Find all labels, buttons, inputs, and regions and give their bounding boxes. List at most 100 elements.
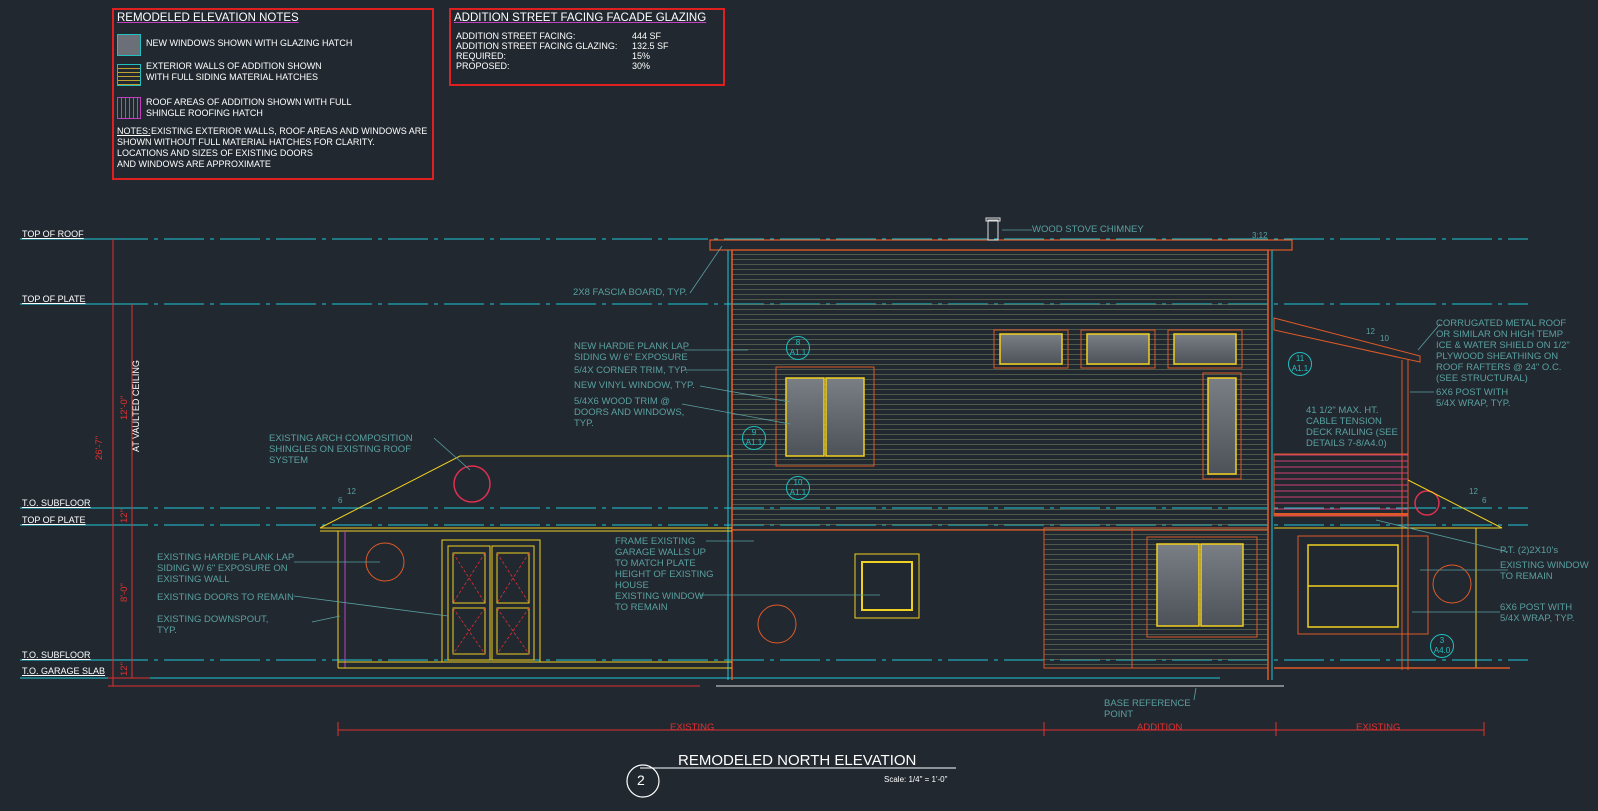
dim-existing-left: EXISTING: [670, 722, 715, 733]
post-bottom-note-1: 6X6 POST WITH: [1500, 602, 1573, 613]
corrugated-note-2: OR SIMILAR ON HIGH TEMP: [1436, 329, 1564, 340]
slope-right-top-rise: 12: [1366, 327, 1375, 336]
railing-note-3: DECK RAILING (SEE: [1306, 427, 1398, 438]
glazing-row-value: 15%: [632, 51, 651, 61]
frame-garage-note-1: FRAME EXISTING: [615, 536, 696, 547]
railing-note-4: DETAILS 7-8/A4.0): [1306, 438, 1387, 449]
legend-1-text: NEW WINDOWS SHOWN WITH GLAZING HATCH: [146, 38, 353, 48]
wood-trim-note-2: DOORS AND WINDOWS,: [574, 407, 685, 418]
pt-note: P.T. (2)2X10's: [1500, 545, 1559, 556]
level-top-of-plate-2: TOP OF PLATE: [22, 515, 86, 525]
level-top-of-plate: TOP OF PLATE: [22, 294, 86, 304]
post-bottom-note-2: 5/4X WRAP, TYP.: [1500, 613, 1575, 624]
arch-shingles-note-2: SHINGLES ON EXISTING ROOF: [269, 444, 411, 455]
glazing-row-label: PROPOSED:: [456, 61, 510, 71]
notes-line-4: AND WINDOWS ARE APPROXIMATE: [117, 159, 271, 169]
dim-existing-right: EXISTING: [1356, 722, 1401, 733]
slope-left-run: 6: [338, 496, 343, 505]
dim-floor2: 12": [119, 662, 130, 676]
level-subfloor: T.O. SUBFLOOR: [22, 498, 91, 508]
roof-legend-swatch: [117, 97, 141, 119]
existing-window-right-1: EXISTING WINDOW: [1500, 560, 1589, 571]
dim-vaulted: AT VAULTED CEILING: [131, 360, 141, 452]
slope-right-run: 6: [1482, 496, 1487, 505]
dim-addition: ADDITION: [1137, 722, 1183, 733]
hardie-new-note-2: SIDING W/ 6" EXPOSURE: [574, 352, 688, 363]
dim-upper: 12'-0": [119, 395, 130, 420]
glazing-title: ADDITION STREET FACING FACADE GLAZING: [454, 12, 707, 24]
hardie-existing-note-3: EXISTING WALL: [157, 574, 230, 585]
doors-remain-note: EXISTING DOORS TO REMAIN: [157, 592, 294, 603]
chimney-note: WOOD STOVE CHIMNEY: [1032, 224, 1144, 235]
frame-garage-note-7: TO REMAIN: [615, 602, 668, 613]
glazing-legend-swatch: [117, 34, 141, 56]
slope-left-rise: 12: [347, 487, 356, 496]
legend-3-text-1: ROOF AREAS OF ADDITION SHOWN WITH FULL: [146, 97, 352, 107]
arch-shingles-note-3: SYSTEM: [269, 455, 309, 466]
legend-2-text-1: EXTERIOR WALLS OF ADDITION SHOWN: [146, 61, 322, 71]
notes-title: REMODELED ELEVATION NOTES: [117, 12, 299, 24]
base-ref-note-2: POINT: [1104, 709, 1134, 720]
glazing-row-value: 30%: [632, 61, 651, 71]
drawing-scale: Scale: 1/4" = 1'-0": [884, 775, 948, 784]
corner-trim-note: 5/4X CORNER TRIM, TYP.: [574, 365, 689, 376]
hardie-existing-note-2: SIDING W/ 6" EXPOSURE ON: [157, 563, 288, 574]
slope-top: 3:12: [1252, 231, 1268, 240]
post-top-note-2: 5/4X WRAP, TYP.: [1436, 398, 1511, 409]
frame-garage-note-4: HEIGHT OF EXISTING: [615, 569, 714, 580]
dim-overall: 26'-7": [94, 435, 105, 460]
legend-2-text-2: WITH FULL SIDING MATERIAL HATCHES: [146, 72, 319, 82]
notes-line-1: EXISTING EXTERIOR WALLS, ROOF AREAS AND …: [151, 126, 428, 136]
vinyl-window-note: NEW VINYL WINDOW, TYP.: [574, 380, 695, 391]
corrugated-note-4: PLYWOOD SHEATHING ON: [1436, 351, 1559, 362]
glazing-row-label: ADDITION STREET FACING:: [456, 31, 576, 41]
hardie-new-note-1: NEW HARDIE PLANK LAP: [574, 341, 690, 352]
corrugated-note-3: ICE & WATER SHIELD ON 1/2": [1436, 340, 1570, 351]
notes-box: [112, 8, 434, 180]
slope-right-top-run: 10: [1380, 334, 1389, 343]
notes-line-2: SHOWN WITHOUT FULL MATERIAL HATCHES FOR …: [117, 137, 375, 147]
glazing-row-value: 444 SF: [632, 31, 662, 41]
downspout-note-2: TYP.: [157, 625, 177, 636]
legend-3-text-2: SHINGLE ROOFING HATCH: [146, 108, 263, 118]
level-garage-slab: T.O. GARAGE SLAB: [22, 666, 106, 676]
level-top-of-roof: TOP OF ROOF: [22, 229, 84, 239]
fascia-note: 2X8 FASCIA BOARD, TYP.: [573, 287, 688, 298]
downspout-note-1: EXISTING DOWNSPOUT,: [157, 614, 269, 625]
drawing-title: REMODELED NORTH ELEVATION: [678, 752, 917, 769]
corrugated-note-5: ROOF RAFTERS @ 24" O.C.: [1436, 362, 1562, 373]
glazing-row-value: 132.5 SF: [632, 41, 669, 51]
dim-lower: 8'-0": [119, 583, 130, 602]
title-number: 2: [637, 772, 645, 788]
slope-right-rise: 12: [1469, 487, 1478, 496]
railing-note-2: CABLE TENSION: [1306, 416, 1382, 427]
existing-window-right-2: TO REMAIN: [1500, 571, 1553, 582]
glazing-row-label: REQUIRED:: [456, 51, 507, 61]
wood-trim-note-3: TYP.: [574, 418, 594, 429]
post-top-note-1: 6X6 POST WITH: [1436, 387, 1509, 398]
glazing-row-label: ADDITION STREET FACING GLAZING:: [456, 41, 618, 51]
corrugated-note-6: (SEE STRUCTURAL): [1436, 373, 1528, 384]
corrugated-note-1: CORRUGATED METAL ROOF: [1436, 318, 1567, 329]
glazing-box: [449, 8, 725, 86]
railing-note-1: 41 1/2" MAX. HT.: [1306, 405, 1379, 416]
notes-label: NOTES:: [117, 126, 151, 136]
hardie-existing-note-1: EXISTING HARDIE PLANK LAP: [157, 552, 295, 563]
level-subfloor-2: T.O. SUBFLOOR: [22, 650, 91, 660]
notes-line-3: LOCATIONS AND SIZES OF EXISTING DOORS: [117, 148, 313, 158]
arch-shingles-note-1: EXISTING ARCH COMPOSITION: [269, 433, 413, 444]
base-ref-note-1: BASE REFERENCE: [1104, 698, 1191, 709]
wood-trim-note-1: 5/4X6 WOOD TRIM @: [574, 396, 671, 407]
frame-garage-note-5: HOUSE: [615, 580, 649, 591]
frame-garage-note-6: EXISTING WINDOW: [615, 591, 704, 602]
frame-garage-note-3: TO MATCH PLATE: [615, 558, 696, 569]
dim-floor1: 12": [119, 509, 130, 523]
siding-legend-swatch: [117, 64, 141, 86]
frame-garage-note-2: GARAGE WALLS UP: [615, 547, 706, 558]
